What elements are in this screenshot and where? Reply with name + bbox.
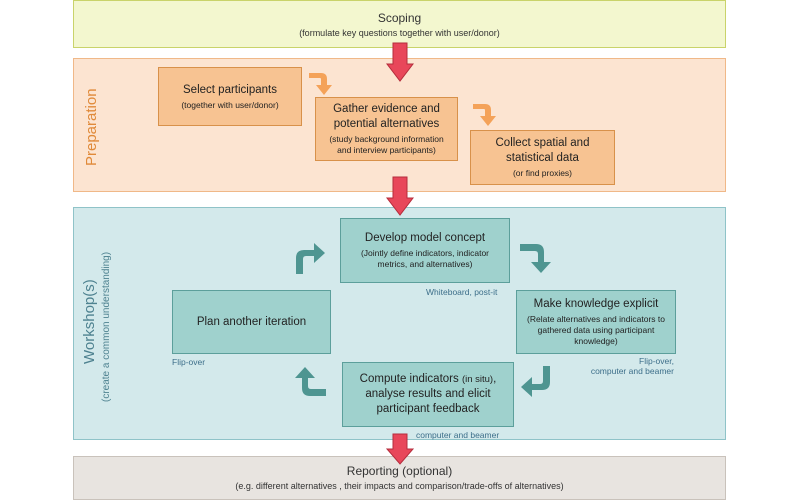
step-gather-evidence-title: Gather evidence and potential alternativ… xyxy=(333,103,440,130)
step-gather-evidence-subtitle: (study background information and interv… xyxy=(329,134,444,155)
scoping-band: Scoping (formulate key questions togethe… xyxy=(73,0,726,48)
step-collect-data-title: Collect spatial and statistical data xyxy=(495,137,590,164)
develop-tools-note: Whiteboard, post-it xyxy=(426,287,498,297)
workshop-sublabel: (create a common understanding) xyxy=(101,251,112,402)
teal-curved-arrow-right-down-icon xyxy=(520,244,551,273)
step-make-knowledge: Make knowledge explicit (Relate alternat… xyxy=(516,290,676,354)
red-down-arrow-icon xyxy=(385,433,415,465)
step-make-knowledge-title: Make knowledge explicit xyxy=(533,298,659,310)
step-compute-indicators: Compute indicators (in situ), analyse re… xyxy=(342,362,514,427)
compute-title-insitu: (in situ) xyxy=(461,374,494,385)
step-gather-evidence: Gather evidence and potential alternativ… xyxy=(315,97,458,161)
compute-title-part2: , analyse results and elicit participant… xyxy=(365,373,497,415)
orange-curved-arrow-icon xyxy=(309,73,332,95)
teal-curved-arrow-up-right-icon xyxy=(296,243,325,274)
teal-curved-arrow-down-left-icon xyxy=(521,366,550,397)
workshop-label: Workshop(s) xyxy=(81,279,98,364)
step-develop-model-title: Develop model concept xyxy=(364,232,486,244)
red-down-arrow-icon xyxy=(385,42,415,82)
preparation-label: Preparation xyxy=(83,88,100,166)
step-select-participants-title: Select participants xyxy=(183,83,277,96)
step-make-knowledge-subtitle: (Relate alternatives and indicators to g… xyxy=(527,314,665,346)
reporting-subtitle: (e.g. different alternatives , their imp… xyxy=(235,481,564,491)
teal-curved-arrow-left-up-icon xyxy=(295,367,326,396)
step-compute-indicators-title: Compute indicators (in situ), analyse re… xyxy=(360,372,497,417)
step-plan-iteration-title: Plan another iteration xyxy=(196,315,307,328)
knowledge-tools-note: Flip-over, computer and beamer xyxy=(590,356,674,376)
reporting-title: Reporting (optional) xyxy=(346,464,453,478)
step-collect-data-subtitle: (or find proxies) xyxy=(512,168,573,178)
step-develop-model-subtitle: (Jointly define indicators, indicator me… xyxy=(360,248,490,269)
step-develop-model: Develop model concept (Jointly define in… xyxy=(340,218,510,283)
step-plan-iteration: Plan another iteration xyxy=(172,290,331,354)
step-collect-data: Collect spatial and statistical data (or… xyxy=(470,130,615,185)
step-select-participants-subtitle: (together with user/donor) xyxy=(181,99,279,110)
scoping-subtitle: (formulate key questions together with u… xyxy=(299,28,500,38)
compute-tools-note: computer and beamer xyxy=(416,430,500,440)
red-down-arrow-icon xyxy=(385,176,415,216)
plan-tools-note: Flip-over xyxy=(172,357,206,367)
scoping-title: Scoping xyxy=(377,11,422,25)
orange-curved-arrow-icon xyxy=(473,104,496,126)
step-select-participants: Select participants (together with user/… xyxy=(158,67,302,126)
compute-title-part1: Compute indicators xyxy=(359,373,462,385)
